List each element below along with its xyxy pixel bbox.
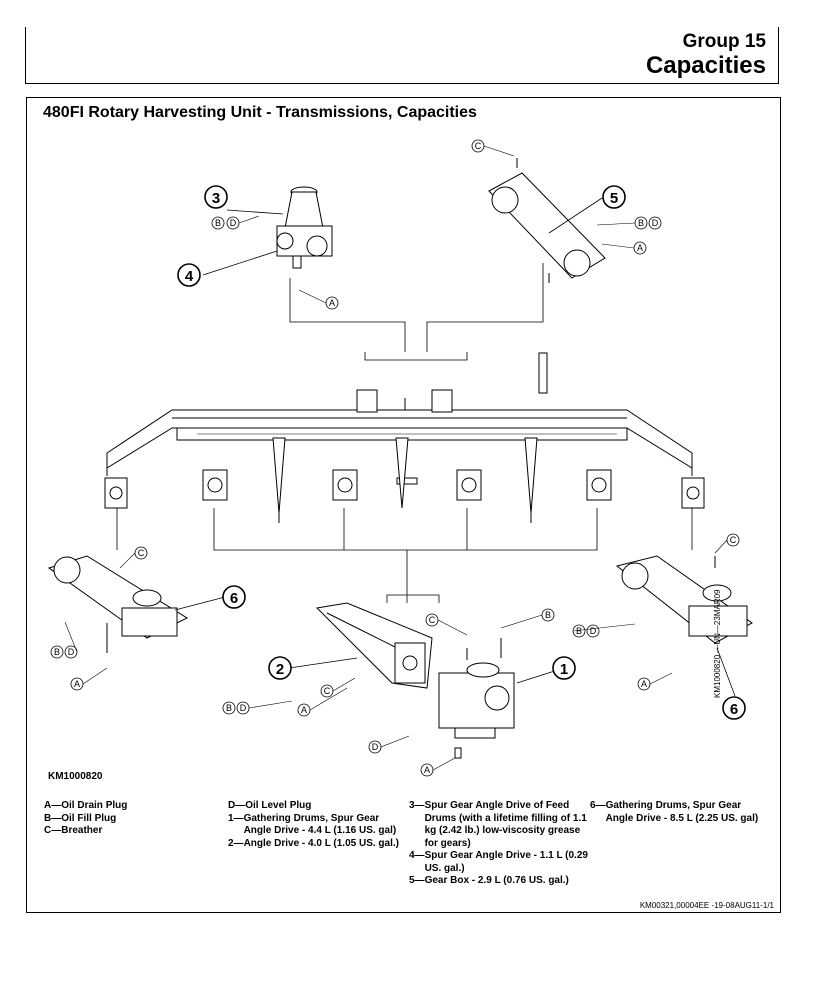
page-header: Group 15 Capacities [25, 27, 779, 84]
group-label: Group 15 [682, 31, 766, 52]
svg-text:A: A [301, 705, 307, 715]
page-title: Capacities [645, 52, 766, 79]
svg-text:A: A [637, 243, 643, 253]
callout-4: 4 [185, 268, 194, 285]
gearbox-5 [488, 158, 606, 394]
svg-text:A: A [424, 765, 430, 775]
callout-6-left: 6 [230, 590, 238, 607]
callout-6-right: 6 [730, 701, 738, 718]
gearbox-1 [438, 638, 515, 759]
legend-item: 2—Angle Drive - 4.0 L (1.05 US. gal.) [228, 837, 399, 849]
svg-text:D: D [230, 218, 237, 228]
legend-col-4: 6—Gathering Drums, Spur Gear Angle Drive… [590, 800, 768, 825]
svg-text:B: B [576, 626, 582, 636]
letter-callouts [50, 139, 740, 777]
section-title: 480FI Rotary Harvesting Unit - Transmiss… [43, 104, 477, 121]
angle-drive-2 [315, 602, 433, 689]
divider-points [272, 437, 538, 523]
number-callout-labels: 3 4 5 6 1 2 6 [185, 190, 738, 718]
number-callouts [177, 185, 746, 720]
callout-3: 3 [212, 190, 220, 207]
legend-item: D—Oil Level Plug [228, 800, 312, 811]
svg-text:B: B [638, 218, 644, 228]
legend-item: C—Breather [44, 825, 103, 836]
svg-text:C: C [429, 615, 436, 625]
legend-item: 1—Gathering Drums, Spur Gear Angle Drive… [228, 812, 397, 837]
letter-leaders [64, 145, 728, 771]
svg-text:A: A [329, 298, 335, 308]
legend-col-1: A—Oil Drain Plug B—Oil Fill Plug C—Breat… [44, 800, 224, 838]
legend-item: A—Oil Drain Plug [44, 800, 128, 811]
svg-text:D: D [68, 647, 75, 657]
figure-vertical-code: KM1000820 —UN—23MAR09 [713, 589, 722, 699]
connector-lines [116, 263, 693, 603]
footer-code: KM00321,00004EE -19-08AUG11-1/1 [639, 901, 774, 910]
svg-text:A: A [74, 679, 80, 689]
gearbox-3-4 [276, 186, 333, 269]
svg-text:D: D [652, 218, 659, 228]
legend-item: 6—Gathering Drums, Spur Gear Angle Drive… [590, 800, 759, 824]
legend-item: 5—Gear Box - 2.9 L (0.76 US. gal.) [409, 875, 569, 886]
svg-text:A: A [641, 679, 647, 689]
transmission-diagram: 3 4 5 6 1 2 6 [47, 139, 753, 777]
leader-lines [174, 197, 736, 697]
gearbox-6-right [615, 555, 753, 644]
svg-text:C: C [730, 535, 737, 545]
svg-text:C: C [475, 141, 482, 151]
svg-text:B: B [545, 610, 551, 620]
svg-text:B: B [54, 647, 60, 657]
callout-1: 1 [560, 661, 568, 678]
svg-text:B: B [215, 218, 221, 228]
svg-text:B: B [226, 703, 232, 713]
legend-item: B—Oil Fill Plug [44, 812, 117, 824]
frame-gearboxes [104, 469, 705, 509]
legend-col-2: D—Oil Level Plug 1—Gathering Drums, Spur… [228, 800, 400, 850]
svg-text:D: D [240, 703, 247, 713]
legend-item: 4—Spur Gear Angle Drive - 1.1 L (0.29 US… [409, 850, 588, 874]
section-box: 480FI Rotary Harvesting Unit - Transmiss… [26, 97, 781, 913]
svg-text:C: C [324, 686, 331, 696]
figure-id: KM1000820 [48, 771, 103, 782]
svg-text:C: C [138, 548, 145, 558]
callout-5: 5 [610, 190, 618, 207]
callout-2: 2 [276, 661, 284, 678]
main-frame [106, 389, 693, 476]
legend-item: 3—Spur Gear Angle Drive of Feed Drums (w… [409, 800, 587, 849]
svg-text:D: D [372, 742, 379, 752]
svg-text:D: D [590, 626, 597, 636]
gearbox-6-left [47, 555, 189, 653]
legend-col-3: 3—Spur Gear Angle Drive of Feed Drums (w… [409, 800, 589, 888]
